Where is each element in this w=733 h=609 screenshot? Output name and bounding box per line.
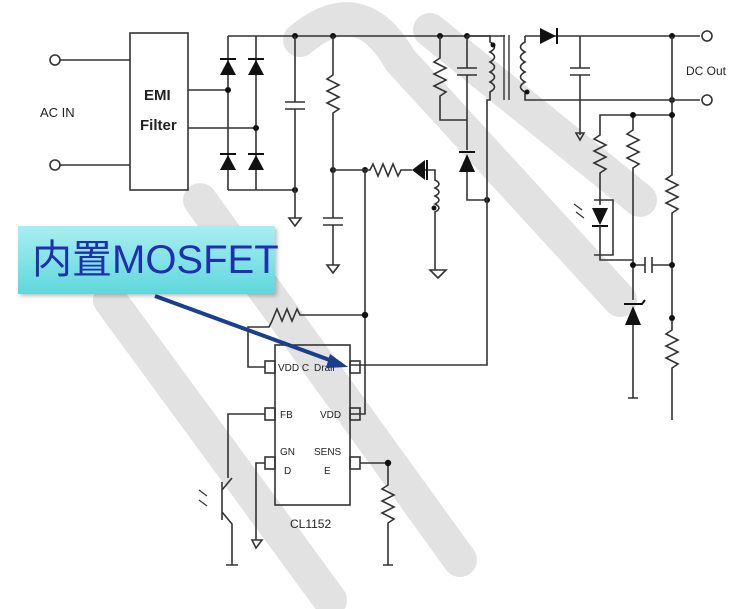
pin-vddc: VDD C <box>278 363 309 374</box>
bridge-rectifier <box>220 36 295 191</box>
feedback-network <box>573 36 680 420</box>
ac-input <box>49 54 130 171</box>
pin-vdd: VDD <box>320 410 341 421</box>
ac-terminal-2 <box>49 159 61 171</box>
opto-phototransistor <box>221 413 265 566</box>
vdd-feedback-resistor <box>247 170 366 415</box>
mosfet-callout: 内置MOSFET <box>18 226 279 294</box>
filter-label: Filter <box>140 117 177 134</box>
output-capacitor <box>570 36 590 142</box>
pin-fb: FB <box>280 410 293 421</box>
ac-terminal-1 <box>49 54 61 66</box>
callout-arrow <box>154 294 348 368</box>
sense-resistor <box>360 462 396 566</box>
startup-resistor <box>323 36 343 275</box>
pin-drain: Drair <box>314 363 336 374</box>
ac-in-label: AC IN <box>40 105 75 120</box>
chip-name: CL1152 <box>290 517 331 531</box>
emi-label: EMI <box>144 87 171 104</box>
pin-gnd-1: GN <box>280 447 295 458</box>
output-diode <box>540 28 556 44</box>
snubber <box>350 36 488 366</box>
pin-gnd-2: D <box>284 466 291 477</box>
pin-sense-1: SENS <box>314 447 342 458</box>
dc-out-positive <box>701 30 713 42</box>
transformer <box>467 35 700 200</box>
dc-out-label: DC Out <box>686 64 727 78</box>
bulk-capacitor <box>285 36 305 228</box>
aux-winding <box>333 161 448 280</box>
light-icon <box>198 489 208 507</box>
pin-sense-2: E <box>324 466 331 477</box>
gnd-connection <box>250 462 265 550</box>
cl1152-chip <box>264 344 361 506</box>
aux-diode <box>412 160 425 180</box>
snubber-diode <box>459 154 475 172</box>
emi-filter-block <box>129 32 189 191</box>
dc-out-negative <box>701 94 713 106</box>
